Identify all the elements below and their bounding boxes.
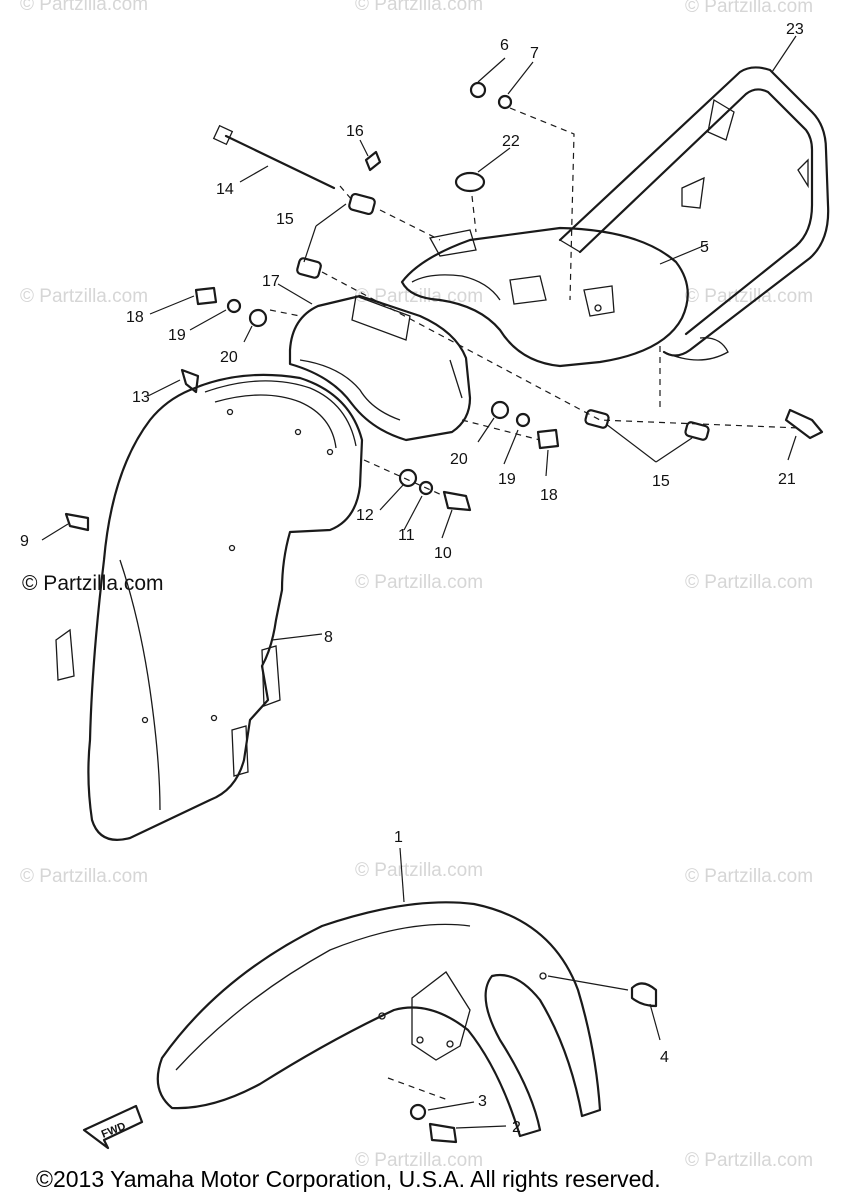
- exploded-view-drawing: FWD: [20, 21, 830, 1150]
- callout-5: 5: [700, 239, 709, 256]
- callout-11: 11: [398, 527, 415, 544]
- callout-12: 12: [356, 507, 374, 524]
- watermark: © Partzilla.com: [20, 0, 149, 15]
- callout-19: 19: [498, 471, 516, 488]
- callout-22: 22: [502, 133, 520, 150]
- rear-fender-drawing: [55, 373, 364, 841]
- watermark: © Partzilla.com: [685, 286, 814, 307]
- watermark: © Partzilla.com: [685, 0, 814, 17]
- callout-16: 16: [346, 123, 364, 140]
- callout-18: 18: [540, 487, 558, 504]
- watermark: © Partzilla.com: [685, 572, 814, 593]
- callout-3: 3: [478, 1093, 487, 1110]
- callout-2: 2: [512, 1119, 521, 1136]
- leader-lines: [41, 35, 797, 1129]
- front-fender-drawing: [156, 901, 602, 1138]
- callout-8: 8: [324, 629, 333, 646]
- watermark: © Partzilla.com: [685, 866, 814, 887]
- callout-15: 15: [276, 211, 294, 228]
- callout-7: 7: [530, 45, 539, 62]
- watermark: © Partzilla.com: [20, 866, 149, 887]
- callout-9: 9: [20, 533, 29, 550]
- callout-6: 6: [500, 37, 509, 54]
- fwd-arrow: FWD: [82, 1104, 144, 1150]
- callout-numbers: 1 2 3 4 5 6 7 8 9 10 11 12 13 14 15 15 1…: [20, 21, 804, 1136]
- callout-23: 23: [786, 21, 804, 38]
- watermark: © Partzilla.com: [355, 1150, 484, 1171]
- callout-1: 1: [394, 829, 403, 846]
- callout-20: 20: [450, 451, 468, 468]
- copyright-notice: ©2013 Yamaha Motor Corporation, U.S.A. A…: [36, 1166, 661, 1192]
- alignment-lines: [269, 107, 801, 1101]
- tail-light-housing-drawing: [288, 294, 472, 442]
- watermark: © Partzilla.com: [355, 572, 484, 593]
- callout-18: 18: [126, 309, 144, 326]
- callout-15: 15: [652, 473, 670, 490]
- callout-14: 14: [216, 181, 234, 198]
- watermark: © Partzilla.com: [685, 1150, 814, 1171]
- callout-4: 4: [660, 1049, 669, 1066]
- grab-bar-drawing: [558, 66, 830, 361]
- fwd-label: FWD: [100, 1120, 128, 1141]
- watermark-dark: © Partzilla.com: [22, 572, 164, 595]
- watermark: © Partzilla.com: [355, 0, 484, 15]
- watermark: © Partzilla.com: [355, 860, 484, 881]
- callout-21: 21: [778, 471, 796, 488]
- hardware-drawings: [64, 81, 824, 1144]
- callout-10: 10: [434, 545, 452, 562]
- callout-13: 13: [132, 389, 150, 406]
- callout-19: 19: [168, 327, 186, 344]
- rear-fender-bracket-drawing: [400, 226, 689, 368]
- callout-17: 17: [262, 273, 280, 290]
- watermark: © Partzilla.com: [20, 286, 149, 307]
- callout-20: 20: [220, 349, 238, 366]
